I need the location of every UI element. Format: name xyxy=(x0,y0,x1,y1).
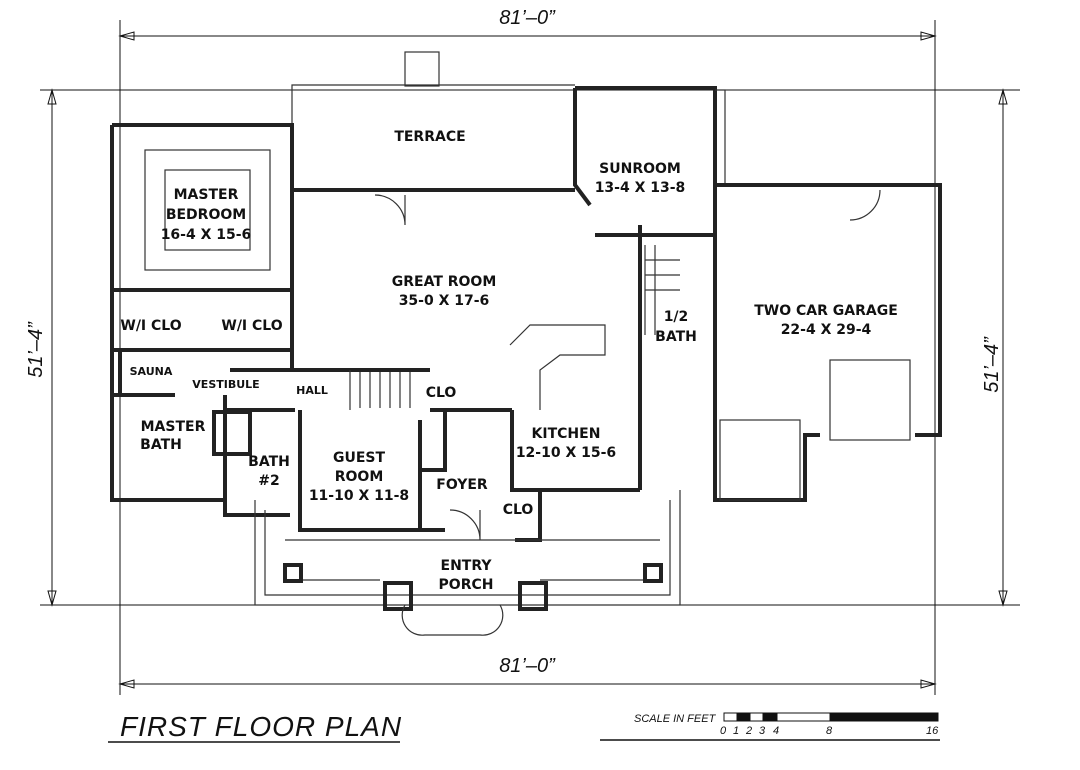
room-sauna: SAUNA xyxy=(130,365,173,378)
dimension-left: 51’–4” xyxy=(25,321,47,378)
room-clo-1: CLO xyxy=(426,385,457,401)
room-master-bedroom: MASTER xyxy=(174,187,239,203)
scale-tick: 3 xyxy=(759,725,766,737)
room-master-bedroom-2: BEDROOM xyxy=(166,207,246,223)
room-kitchen: KITCHEN xyxy=(532,426,601,442)
room-guest: GUEST xyxy=(333,450,386,466)
room-entry-porch-2: PORCH xyxy=(439,577,494,593)
room-terrace: TERRACE xyxy=(394,129,465,145)
room-master-bath: MASTER xyxy=(141,419,206,435)
room-garage-size: 22-4 X 29-4 xyxy=(781,322,872,338)
scale-tick: 16 xyxy=(926,725,939,737)
room-wi-clo-2: W/I CLO xyxy=(221,318,282,334)
room-half-bath-2: BATH xyxy=(655,329,697,345)
scale-tick: 2 xyxy=(745,725,752,737)
room-kitchen-size: 12-10 X 15-6 xyxy=(516,445,616,461)
room-guest-size: 11-10 X 11-8 xyxy=(309,488,409,504)
scale-bar: SCALE IN FEET 0 1 2 3 4 8 16 xyxy=(634,712,939,737)
room-master-bedroom-size: 16-4 X 15-6 xyxy=(161,227,252,243)
room-great-room-size: 35-0 X 17-6 xyxy=(399,293,490,309)
dimension-bottom: 81’–0” xyxy=(499,655,556,677)
dimension-top: 81’–0” xyxy=(499,7,556,29)
room-sunroom-size: 13-4 X 13-8 xyxy=(595,180,686,196)
room-sunroom: SUNROOM xyxy=(599,161,681,177)
room-wi-clo-1: W/I CLO xyxy=(120,318,181,334)
scale-tick: 8 xyxy=(826,725,833,737)
room-hall: HALL xyxy=(296,384,328,397)
dimension-right: 51’–4” xyxy=(981,336,1003,393)
room-master-bath-2: BATH xyxy=(140,437,182,453)
room-half-bath: 1/2 xyxy=(664,309,689,325)
room-great-room: GREAT ROOM xyxy=(392,274,497,290)
room-foyer: FOYER xyxy=(436,477,488,493)
room-garage: TWO CAR GARAGE xyxy=(754,303,898,319)
room-vestibule: VESTIBULE xyxy=(192,378,259,391)
room-guest-2: ROOM xyxy=(335,469,384,485)
scale-tick: 1 xyxy=(733,725,739,737)
plan-title: FIRST FLOOR PLAN xyxy=(120,711,402,742)
scale-label: SCALE IN FEET xyxy=(634,713,717,725)
dimension-lines xyxy=(40,20,1020,695)
walls xyxy=(110,51,942,636)
room-bath-2: BATH xyxy=(248,454,290,470)
room-bath-2-num: #2 xyxy=(258,473,279,489)
room-clo-2: CLO xyxy=(503,502,534,518)
scale-tick: 0 xyxy=(720,725,727,737)
room-entry-porch: ENTRY xyxy=(441,558,493,574)
scale-tick: 4 xyxy=(773,725,779,737)
